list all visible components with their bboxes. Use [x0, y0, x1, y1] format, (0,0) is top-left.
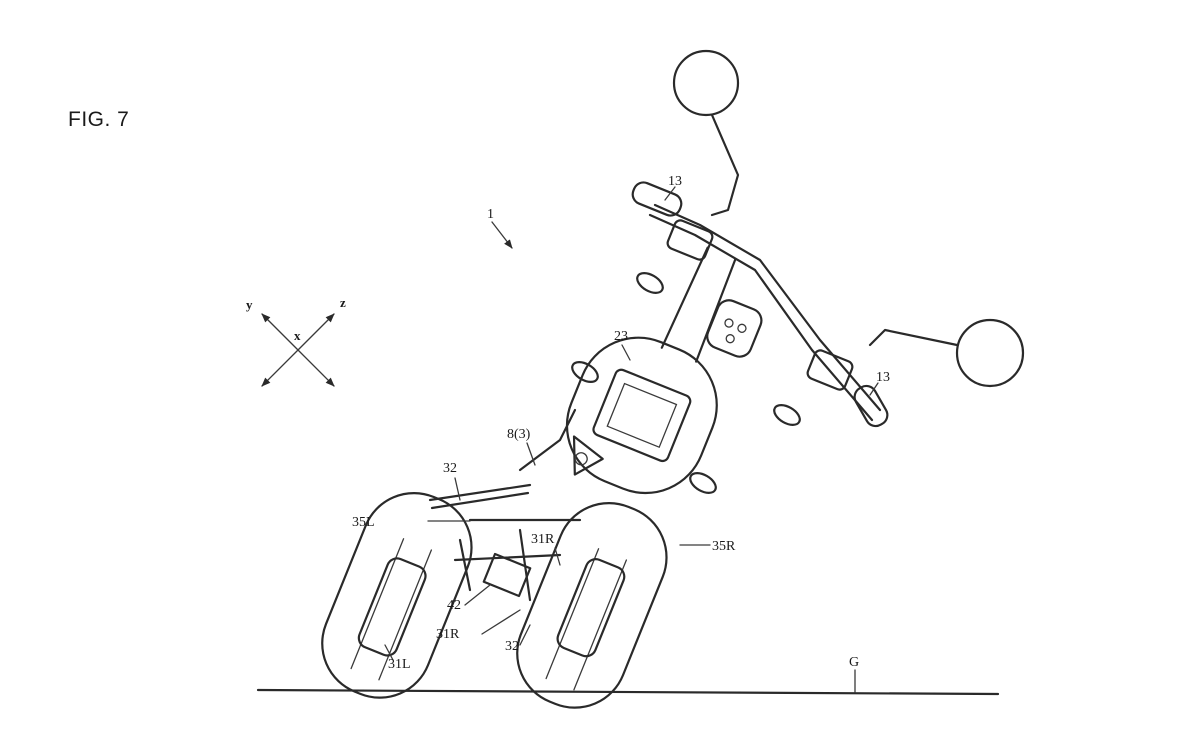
- left-front-wheel: [321, 491, 473, 699]
- label-wheel-left: 35L: [352, 515, 375, 530]
- label-vehicle: 1: [487, 207, 494, 222]
- vehicle-body: [565, 336, 718, 495]
- label-front-cover: 23: [614, 329, 628, 344]
- axis-z-label: z: [340, 295, 346, 310]
- vehicle-pointer-arrow: [491, 221, 513, 249]
- label-suspension-left: 31L: [388, 657, 411, 672]
- figure-title: FIG. 7: [68, 108, 130, 131]
- steering-assembly: [660, 246, 763, 363]
- label-suspension-right-upper: 31R: [531, 532, 555, 547]
- axis-y-label: y: [246, 297, 253, 312]
- turn-signals: [571, 272, 801, 494]
- label-arm-lower: 32: [505, 639, 519, 654]
- leader-lines: [384, 186, 879, 661]
- axis-x-label: x: [294, 328, 301, 343]
- label-grip-right: 13: [876, 370, 890, 385]
- coordinate-axes: [261, 313, 335, 387]
- label-actuator: 42: [447, 598, 461, 613]
- label-link: 8(3): [507, 427, 531, 442]
- label-wheel-right: 35R: [712, 539, 736, 554]
- label-arm-upper: 32: [443, 461, 457, 476]
- handlebar: [631, 181, 889, 428]
- ground-line: [256, 688, 1000, 696]
- label-suspension-right-lower: 31R: [436, 627, 460, 642]
- linkage: [428, 408, 582, 602]
- mirrors: [672, 49, 1025, 388]
- label-grip-upper: 13: [668, 174, 682, 189]
- right-front-wheel: [516, 501, 668, 709]
- label-ground: G: [849, 655, 859, 670]
